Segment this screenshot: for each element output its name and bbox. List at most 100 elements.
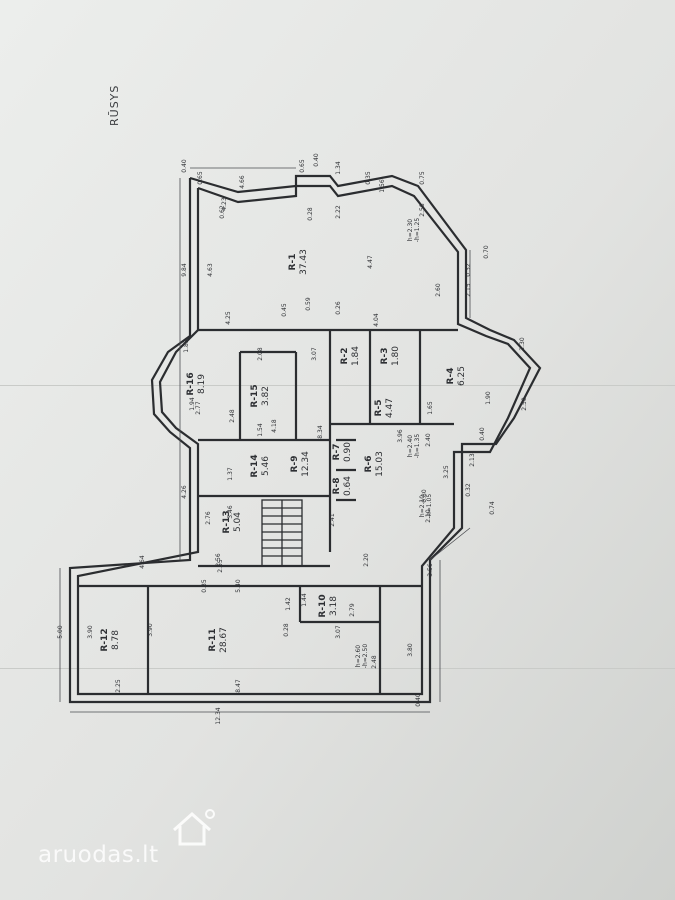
dimension-value: 2.25 [115, 679, 122, 693]
room-area: 0.64 [343, 476, 353, 496]
staircase [261, 499, 303, 567]
dimension-value: 4.04 [373, 313, 380, 327]
room-area: 1.80 [391, 346, 401, 366]
dimension-value: 2.48 [371, 655, 378, 669]
room-label: R-2 [340, 348, 350, 365]
dimension-value: 1.34 [335, 161, 342, 175]
dimension-value: 2.40 [425, 433, 432, 447]
room-area: 0.90 [343, 442, 353, 462]
dimension-value: 0.26 [335, 301, 342, 315]
dimension-value: 0.28 [283, 623, 290, 637]
dimension-value: 2.50 [521, 397, 528, 411]
height-value: -h=1.05 [426, 494, 433, 519]
dimension-value: 2.08 [257, 347, 264, 361]
outer-walls [68, 174, 542, 704]
room-area: 4.47 [385, 398, 395, 418]
room-area: 1.84 [351, 346, 361, 366]
dimension-value: 2.22 [335, 205, 342, 219]
dimension-value: 2.20 [363, 553, 370, 567]
height-value: h=2.30 [407, 219, 414, 241]
room-area: 28.67 [219, 627, 229, 653]
dimension-value: 4.66 [239, 175, 246, 189]
dimension-value: 5.00 [57, 625, 64, 639]
height-value: -h=1.35 [414, 434, 421, 459]
dimension-value: 2.41 [329, 513, 336, 527]
room-area: 15.03 [375, 451, 385, 477]
dimension-value: 2.48 [229, 409, 236, 423]
dimension-value: 1.54 [257, 423, 264, 437]
dimension-value: 0.75 [419, 171, 426, 185]
height-value: h=2.40 [407, 435, 414, 457]
dimension-value: 3.25 [443, 465, 450, 479]
dimension-value: 2.13 [469, 453, 476, 467]
dimension-value: 5.40 [235, 579, 242, 593]
dimension-value: 0.40 [313, 153, 320, 167]
dimension-value: 0.40 [415, 693, 422, 707]
dimension-value: 0.28 [307, 207, 314, 221]
room-label: R-11 [208, 628, 218, 651]
room-label: R-6 [364, 456, 374, 473]
dimension-value: 2.77 [195, 401, 202, 415]
dimension-value: 4.47 [367, 255, 374, 269]
dimension-value: 2.79 [349, 603, 356, 617]
dimension-value: 8.34 [317, 425, 324, 439]
room-label: R-7 [332, 444, 342, 461]
dimension-value: 0.45 [281, 303, 288, 317]
room-area: 6.25 [457, 366, 467, 386]
dimension-value: 3.90 [147, 623, 154, 637]
dimension-value: 1.37 [227, 467, 234, 481]
dimension-value: 12.34 [215, 707, 222, 724]
dimension-value: 1.42 [285, 597, 292, 611]
dimension-value: 3.07 [311, 347, 318, 361]
room-label: R-5 [374, 400, 384, 417]
dimension-value: 1.65 [427, 401, 434, 415]
dimension-value: 0.65 [299, 159, 306, 173]
dimension-value: 0.62 [219, 205, 226, 219]
dimension-value: 0.80 [421, 489, 428, 503]
dimension-value: 0.59 [305, 297, 312, 311]
dimension-value: 1.94 [189, 397, 196, 411]
dimension-value: 0.65 [197, 171, 204, 185]
height-value: h=2.10 [419, 495, 426, 517]
dimension-value: 0.40 [181, 159, 188, 173]
room-area: 37.43 [299, 249, 309, 275]
dimension-lines [59, 167, 471, 713]
dimension-value: 2.76 [205, 511, 212, 525]
dimension-value: 0.32 [465, 263, 472, 277]
dimension-value: 0.74 [489, 501, 496, 515]
dimension-value: 3.56 [427, 563, 434, 577]
room-label: R-8 [332, 478, 342, 495]
dimension-value: 2.60 [435, 283, 442, 297]
dimension-value: 4.64 [139, 555, 146, 569]
room-area: 5.46 [261, 456, 271, 476]
room-area: 3.18 [329, 596, 339, 616]
ceiling-height-labels: h=2.30-h=1.25h=2.40-h=1.35h=2.10-h=1.05h… [355, 218, 433, 669]
dimension-value: 1.44 [301, 593, 308, 607]
dimension-value: 4.23 [221, 197, 228, 211]
dimension-value: 4.25 [225, 311, 232, 325]
dimension-value: 0.70 [483, 245, 490, 259]
dimension-value: 0.35 [365, 171, 372, 185]
room-label: R-9 [290, 456, 300, 473]
dimension-value: 2.15 [465, 283, 472, 297]
height-value: -h=1.25 [414, 218, 421, 243]
dimension-value: 9.84 [181, 263, 188, 277]
room-label: R-3 [380, 348, 390, 365]
paper-fold-line [0, 668, 675, 669]
dimension-value: 2.30 [519, 337, 526, 351]
room-area: 8.78 [111, 630, 121, 650]
watermark-text: aruodas.lt [38, 842, 159, 868]
room-label: R-1 [288, 254, 298, 271]
dimension-value: 3.07 [335, 625, 342, 639]
dimension-value: 3.80 [407, 643, 414, 657]
room-area: 8.19 [197, 374, 207, 394]
dimension-value: 0.40 [479, 427, 486, 441]
dimension-value: 3.90 [87, 625, 94, 639]
dimension-value: 4.63 [207, 263, 214, 277]
room-area: 3.82 [261, 386, 271, 406]
dimension-value: 0.35 [201, 579, 208, 593]
